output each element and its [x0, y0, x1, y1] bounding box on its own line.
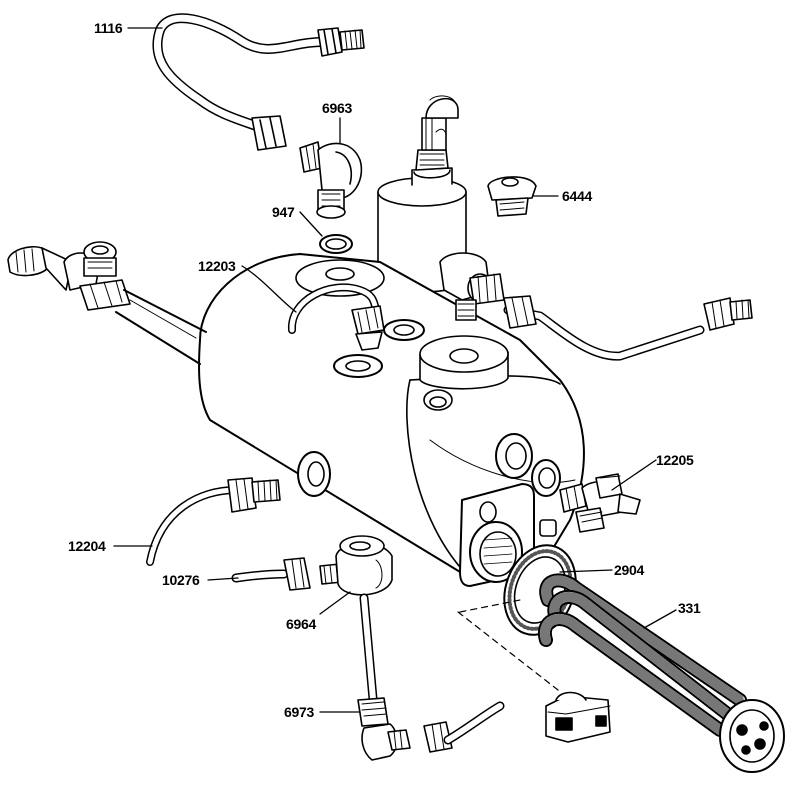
upper-valve-assembly	[377, 95, 467, 293]
pipe-1116-top-nut	[317, 27, 365, 57]
label-part-331: 331	[678, 600, 701, 616]
plug-6444	[487, 176, 537, 217]
label-part-10276: 10276	[162, 572, 200, 588]
label-part-6964: 6964	[286, 616, 316, 632]
label-part-947: 947	[272, 204, 295, 220]
leader-947	[299, 211, 323, 237]
label-part-2904: 2904	[614, 562, 644, 578]
label-part-6444: 6444	[562, 188, 592, 204]
tube-10276	[231, 557, 311, 591]
leader-10276	[207, 577, 239, 581]
fitting-6963	[299, 141, 363, 219]
leader-6964	[319, 591, 351, 615]
tee-fitting-6964	[319, 535, 393, 596]
left-inlet-assembly	[7, 241, 207, 365]
right-tube	[503, 295, 753, 361]
leader-12205	[611, 459, 657, 491]
label-part-12205: 12205	[656, 452, 694, 468]
thermostat-switch	[545, 691, 611, 743]
leader-lines	[113, 27, 677, 713]
label-part-6973: 6973	[284, 704, 314, 720]
label-part-12204: 12204	[68, 538, 106, 554]
tube-12203	[288, 283, 385, 351]
right-valve-elbow	[439, 252, 505, 321]
pipe-1116-bottom-nut	[251, 115, 287, 151]
leader-2904	[559, 569, 613, 573]
bottom-short-tube	[423, 701, 505, 753]
tube-12204	[146, 477, 281, 566]
label-part-1116: 1116	[94, 20, 123, 36]
heating-element-331	[537, 573, 785, 773]
leader-12203	[241, 265, 297, 313]
label-part-12203: 12203	[198, 258, 236, 274]
tee-fitting-12205	[559, 473, 641, 533]
leader-331	[643, 609, 677, 629]
boiler-body	[198, 253, 585, 587]
label-part-6963: 6963	[322, 100, 352, 116]
tube-6973	[357, 593, 411, 761]
pipe-1116	[152, 13, 365, 151]
washer-947	[319, 234, 353, 254]
